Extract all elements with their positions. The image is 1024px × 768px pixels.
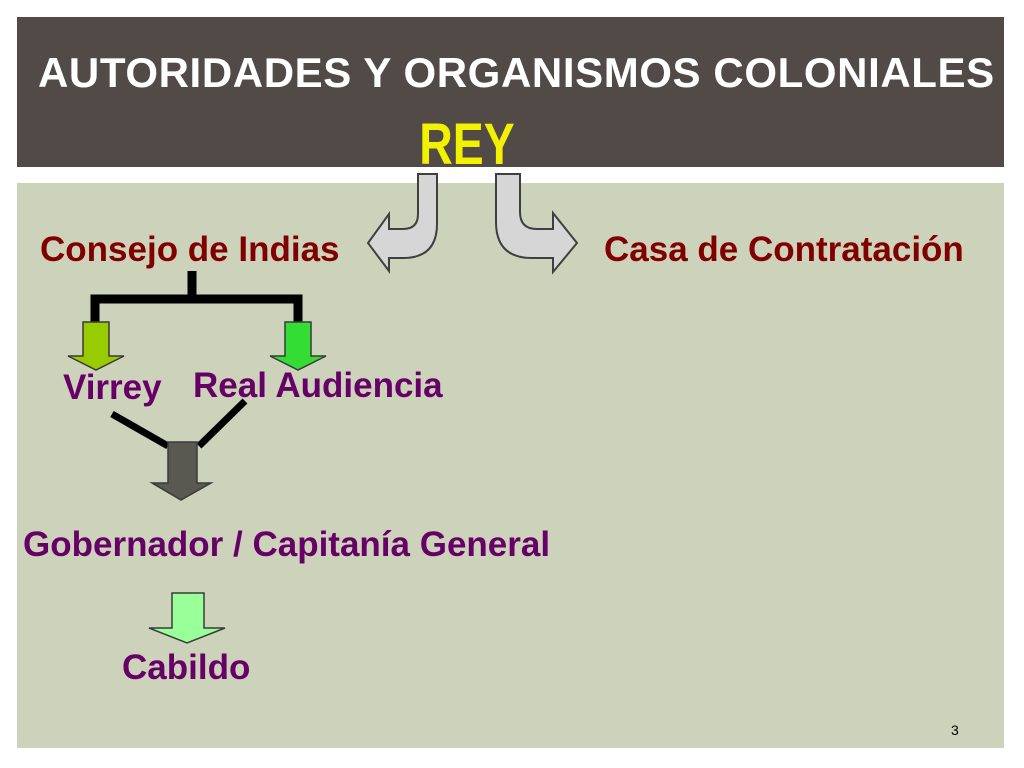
to-cabildo-arrow <box>148 592 226 644</box>
slide-title: AUTORIDADES Y ORGANISMOS COLONIALES <box>38 49 995 96</box>
audiencia-connector-line <box>196 398 248 449</box>
page-number: 3 <box>951 722 959 738</box>
rey-to-casa-arrow <box>495 173 579 275</box>
to-real-audiencia-arrow <box>269 321 327 371</box>
title-band <box>17 17 1004 167</box>
virrey-connector-line <box>110 410 170 450</box>
consejo-bracket-bar <box>90 294 303 323</box>
rey-to-consejo-arrow <box>366 173 438 274</box>
node-consejo-de-indias: Consejo de Indias <box>40 230 340 269</box>
to-gobernador-arrow <box>149 441 214 501</box>
node-cabildo: Cabildo <box>122 648 251 687</box>
node-virrey: Virrey <box>63 368 162 407</box>
to-virrey-arrow <box>67 321 125 371</box>
root-node-rey: REY <box>419 112 515 177</box>
node-gobernador-capitania: Gobernador / Capitanía General <box>23 525 551 564</box>
node-real-audiencia: Real Audiencia <box>193 366 443 405</box>
node-casa-de-contratacion: Casa de Contratación <box>604 230 964 269</box>
